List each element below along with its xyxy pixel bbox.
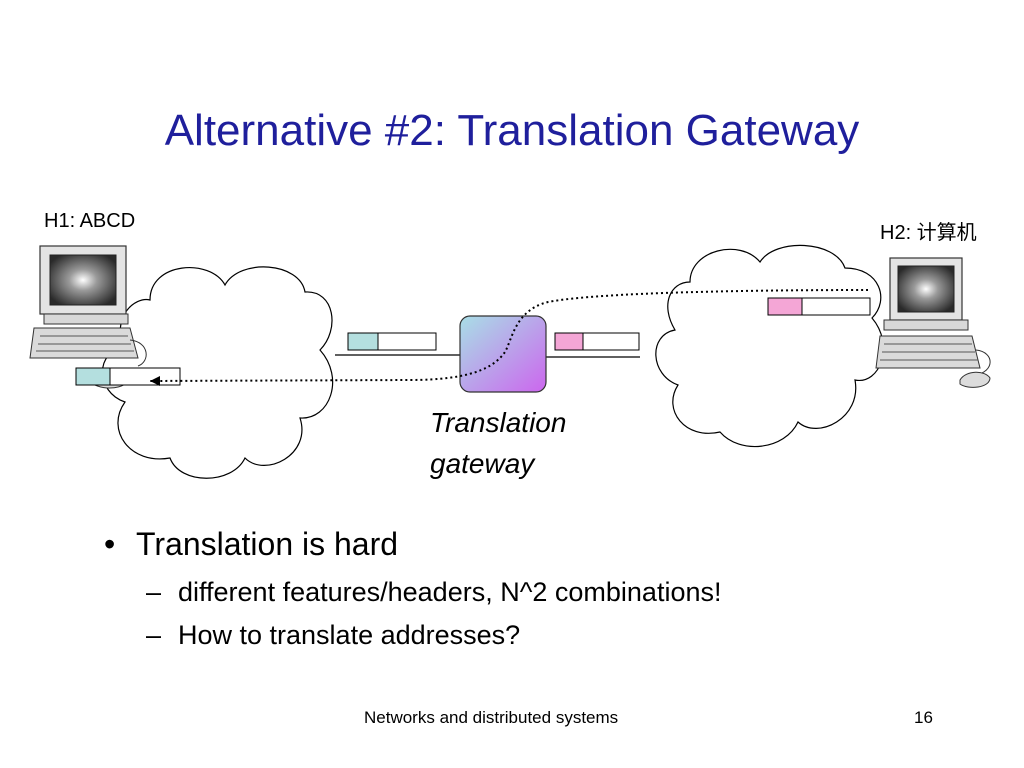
dash-icon: – xyxy=(146,577,162,607)
gateway-caption-line2: gateway xyxy=(430,448,535,479)
gateway-caption: Translation gateway xyxy=(430,402,566,484)
packet-path-arrowhead xyxy=(150,376,160,386)
bullet-text: Translation is hard xyxy=(136,526,399,562)
sub-bullet-text: different features/headers, N^2 combinat… xyxy=(178,577,722,607)
bullet-item: • Translation is hard xyxy=(104,526,721,563)
h2-computer-icon xyxy=(875,257,991,388)
packet-left-network xyxy=(347,332,437,351)
translation-gateway-box xyxy=(459,315,547,393)
packet-at-h1 xyxy=(75,367,181,386)
right-network-cloud xyxy=(655,244,884,448)
footer-text: Networks and distributed systems xyxy=(364,708,619,727)
sub-bullet-item: – different features/headers, N^2 combin… xyxy=(146,577,721,608)
dash-icon: – xyxy=(146,620,162,650)
bullet-list: • Translation is hard – different featur… xyxy=(104,526,721,651)
packet-right-network xyxy=(554,332,640,351)
packet-path-dotted xyxy=(149,289,869,382)
h2-label: H2: 计算机 xyxy=(880,222,977,244)
page-number: 16 xyxy=(914,708,933,727)
packet-at-h2 xyxy=(767,297,871,316)
h1-label: H1: ABCD xyxy=(44,210,136,232)
sub-bullet-item: – How to translate addresses? xyxy=(146,620,721,651)
bullet-dot-icon: • xyxy=(104,526,116,562)
sub-bullet-text: How to translate addresses? xyxy=(178,620,521,650)
slide-title: Alternative #2: Translation Gateway xyxy=(164,106,860,155)
gateway-caption-line1: Translation xyxy=(430,407,567,438)
